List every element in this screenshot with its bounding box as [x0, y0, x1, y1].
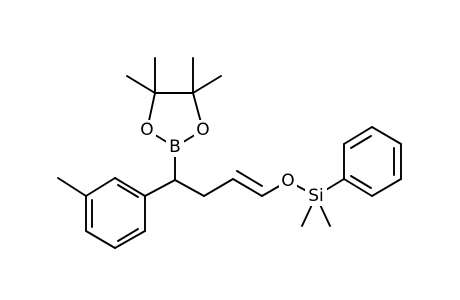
methyl-bond-4: [192, 75, 222, 94]
phenyl-bond-3: [371, 126, 402, 145]
phenyl-bond-6: [343, 178, 373, 197]
aryl-double-inner-3: [117, 228, 139, 242]
chain-double-inner: [236, 170, 263, 187]
boron-label-bg: [166, 137, 184, 157]
boron-label: B: [169, 137, 181, 157]
butenyl-chain: [174, 170, 289, 197]
oxygen-ring-right-bg: [194, 120, 212, 140]
aryl-methyl-bond: [57, 177, 87, 197]
phenyl-bond-2: [343, 126, 373, 145]
phenyl-double-inner-3: [350, 175, 372, 189]
silicon-label: Si: [308, 186, 324, 206]
chain-double-outer: [232, 178, 263, 197]
aryl-bond-2: [85, 177, 116, 197]
oxygen-ring-right-label: O: [196, 120, 209, 140]
phenyl-ring: [343, 126, 402, 197]
oxygen-ring-left-label: O: [140, 120, 153, 140]
aryl-bond-5: [114, 230, 146, 249]
oxygen-ring-left-bg: [138, 120, 156, 140]
phenyl-bond-5: [371, 178, 402, 197]
atom-labels: B O O O Si: [138, 120, 327, 206]
methyl-bond-1: [126, 75, 156, 94]
aryl-bond-1: [114, 177, 146, 197]
bond-CH-aryl: [144, 179, 176, 197]
chain-bond-1: [174, 179, 205, 197]
tolyl-ring: [57, 177, 176, 249]
oxygen-ether-label: O: [281, 171, 294, 191]
silicon-label-bg: [305, 186, 327, 206]
aryl-double-inner-1: [117, 184, 139, 198]
chain-bond-2: [203, 178, 234, 197]
phenyl-double-inner-1: [350, 135, 372, 149]
aryl-bond-4: [85, 230, 116, 249]
oxygen-ether-bg: [279, 171, 297, 191]
